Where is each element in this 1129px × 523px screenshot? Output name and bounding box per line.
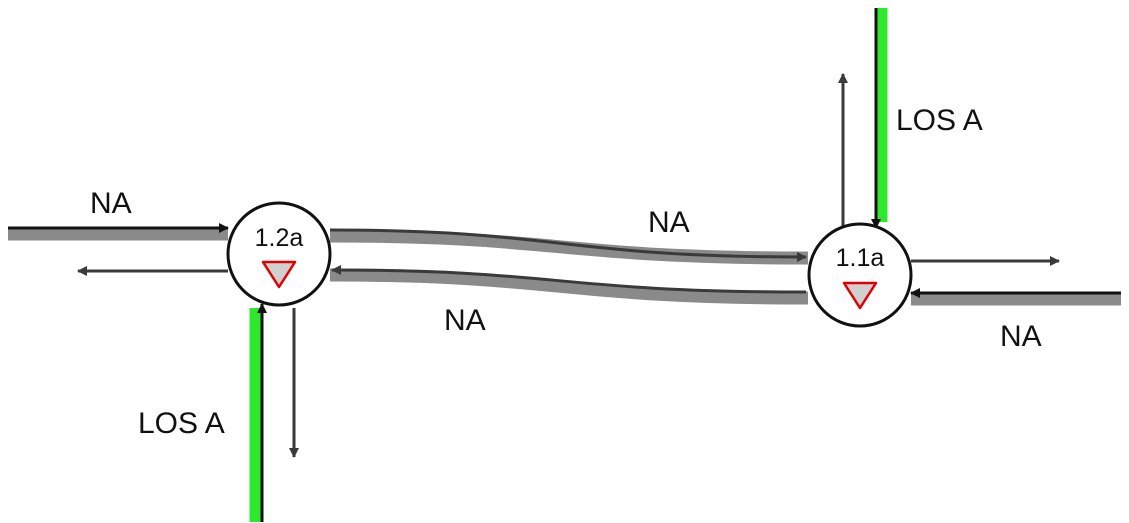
node-label: 1.2a — [255, 224, 304, 252]
connector-westbound-link — [329, 265, 809, 305]
node-label: 1.1a — [836, 244, 885, 272]
node-1-2a[interactable]: 1.2a — [226, 201, 332, 307]
west-approach-link — [8, 223, 229, 241]
connector-eastbound-label: NA — [648, 206, 690, 239]
south-approach-link — [249, 303, 267, 522]
connector-westbound-label: NA — [444, 304, 486, 337]
connector-eastbound-link — [329, 228, 809, 265]
yield-triangle-icon — [261, 260, 297, 289]
north-approach-label: LOS A — [896, 104, 983, 137]
east-approach-label: NA — [1000, 320, 1042, 353]
yield-triangle-icon — [842, 281, 878, 310]
east-approach-link — [910, 288, 1121, 306]
west-approach-label: NA — [90, 187, 132, 220]
south-approach-label: LOS A — [138, 407, 225, 440]
north-approach-link — [871, 8, 888, 229]
node-1-1a[interactable]: 1.1a — [807, 222, 913, 328]
